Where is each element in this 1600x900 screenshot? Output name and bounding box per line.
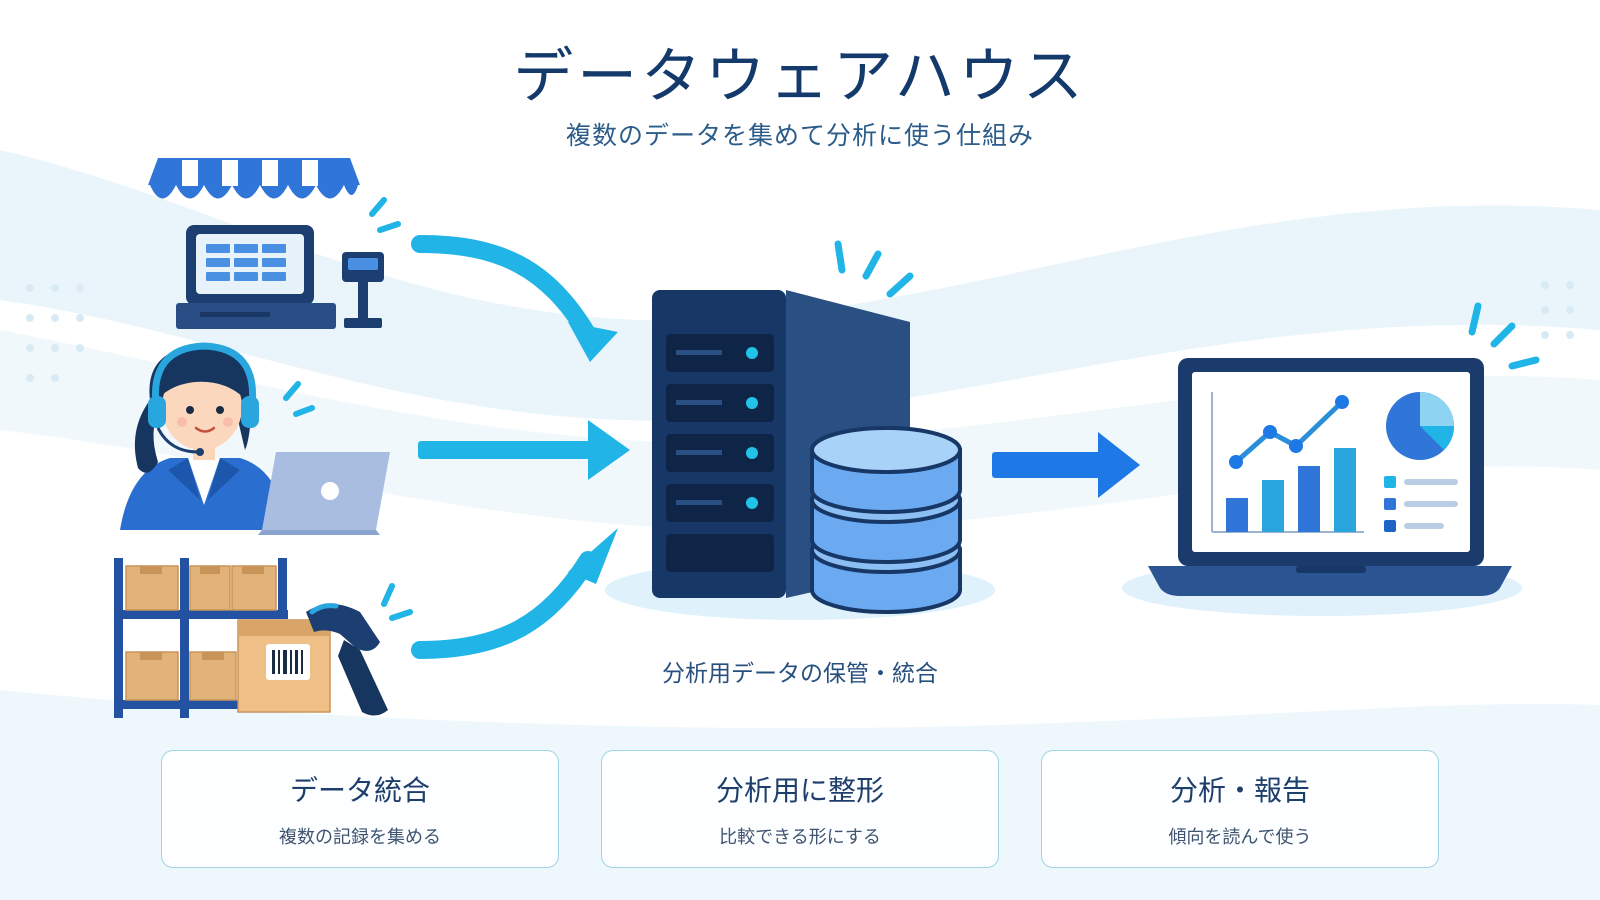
card-analysis-report: 分析・報告 傾向を読んで使う bbox=[1041, 750, 1439, 868]
support-operator-icon bbox=[120, 342, 390, 535]
output-arrow bbox=[992, 432, 1140, 498]
server-drive-slots bbox=[666, 334, 774, 572]
input-arrow-top bbox=[411, 235, 618, 362]
card-data-integration: データ統合 複数の記録を集める bbox=[161, 750, 559, 868]
database-cylinder-icon bbox=[810, 426, 962, 614]
card-desc: 傾向を読んで使う bbox=[1168, 827, 1312, 848]
card-title: データ統合 bbox=[289, 774, 430, 807]
analytics-laptop-icon bbox=[1122, 302, 1540, 616]
card-shaping: 分析用に整形 比較できる形にする bbox=[601, 750, 999, 868]
input-arrow-bottom bbox=[411, 528, 618, 659]
laptop-pie-chart bbox=[1386, 392, 1454, 460]
card-desc: 複数の記録を集める bbox=[279, 827, 441, 848]
dot-pattern-left bbox=[26, 284, 84, 382]
input-arrow-middle bbox=[418, 420, 630, 480]
storage-caption: 分析用データの保管・統合 bbox=[662, 661, 938, 687]
store-register-icon bbox=[148, 158, 401, 329]
page-title: データウェアハウス bbox=[513, 42, 1087, 112]
card-title: 分析・報告 bbox=[1169, 774, 1310, 807]
dot-pattern-right bbox=[1541, 281, 1574, 339]
laptop-legend bbox=[1384, 476, 1458, 532]
warehouse-scanner-icon bbox=[114, 558, 413, 718]
page-subtitle: 複数のデータを集めて分析に使う仕組み bbox=[565, 121, 1034, 150]
laptop-bar-chart bbox=[1211, 392, 1364, 533]
server-database-icon bbox=[605, 240, 995, 620]
card-title: 分析用に整形 bbox=[715, 774, 884, 807]
card-desc: 比較できる形にする bbox=[719, 827, 881, 848]
